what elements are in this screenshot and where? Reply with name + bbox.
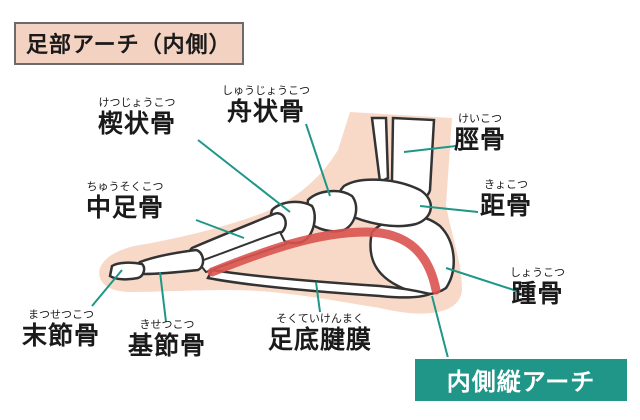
label-proximal-phalanx: きせつこつ 基節骨 (128, 318, 206, 361)
diagram-title: 足部アーチ（内側） (14, 22, 244, 65)
label-distal-phalanx: まつせつこつ 末節骨 (22, 308, 100, 351)
medial-arch-band (207, 227, 441, 295)
leader-kisetsu (159, 271, 167, 323)
label-metatarsal: ちゅうそくこつ 中足骨 (86, 180, 164, 223)
label-navicular-name: 舟状骨 (226, 97, 305, 126)
label-talus: きょこつ 距骨 (480, 178, 532, 221)
label-talus-name: 距骨 (480, 191, 533, 220)
label-plantar-fascia: そくていけんまく 足底腱膜 (268, 312, 372, 355)
label-plantar-fascia-name: 足底腱膜 (268, 325, 373, 354)
label-calcaneus-reading: しょうこつ (510, 266, 565, 279)
plantar-fascia (206, 268, 435, 299)
label-metatarsal-reading: ちゅうそくこつ (86, 180, 164, 193)
label-cuneiform: けつじょうこつ 楔状骨 (98, 96, 176, 139)
leader-massetsu (91, 269, 123, 307)
label-proximal-phalanx-reading: きせつこつ (139, 318, 195, 331)
label-metatarsal-name: 中足骨 (86, 193, 165, 222)
label-navicular-reading: しゅうじょうこつ (222, 84, 310, 97)
label-cuneiform-name: 楔状骨 (98, 109, 177, 138)
leader-lines (91, 123, 521, 359)
leader-shokotsu (445, 267, 521, 293)
leader-keikotsu (403, 145, 457, 153)
label-tibia-reading: けいこつ (458, 112, 502, 125)
label-tibia: けいこつ 脛骨 (454, 112, 506, 155)
leader-chusoku (195, 219, 245, 239)
label-plantar-fascia-reading: そくていけんまく (276, 312, 364, 325)
tibia-bone (370, 116, 390, 184)
leader-arch (431, 295, 449, 359)
label-calcaneus-name: 踵骨 (511, 279, 564, 308)
label-navicular: しゅうじょうこつ 舟状骨 (222, 84, 310, 127)
leader-sokutei (315, 281, 321, 313)
label-distal-phalanx-name: 末節骨 (22, 321, 101, 350)
leader-kusabijo (197, 139, 291, 213)
label-distal-phalanx-reading: まつせつこつ (28, 308, 94, 321)
medial-arch-label: 内側縦アーチ (413, 357, 629, 403)
label-talus-reading: きょこつ (484, 178, 528, 191)
leader-kyokotsu (419, 205, 479, 213)
navicular-bone (304, 189, 358, 233)
label-cuneiform-reading: けつじょうこつ (98, 96, 176, 109)
leader-shujo (305, 123, 331, 197)
label-proximal-phalanx-name: 基節骨 (128, 331, 207, 360)
label-calcaneus: しょうこつ 踵骨 (510, 266, 565, 309)
label-tibia-name: 脛骨 (454, 125, 507, 154)
